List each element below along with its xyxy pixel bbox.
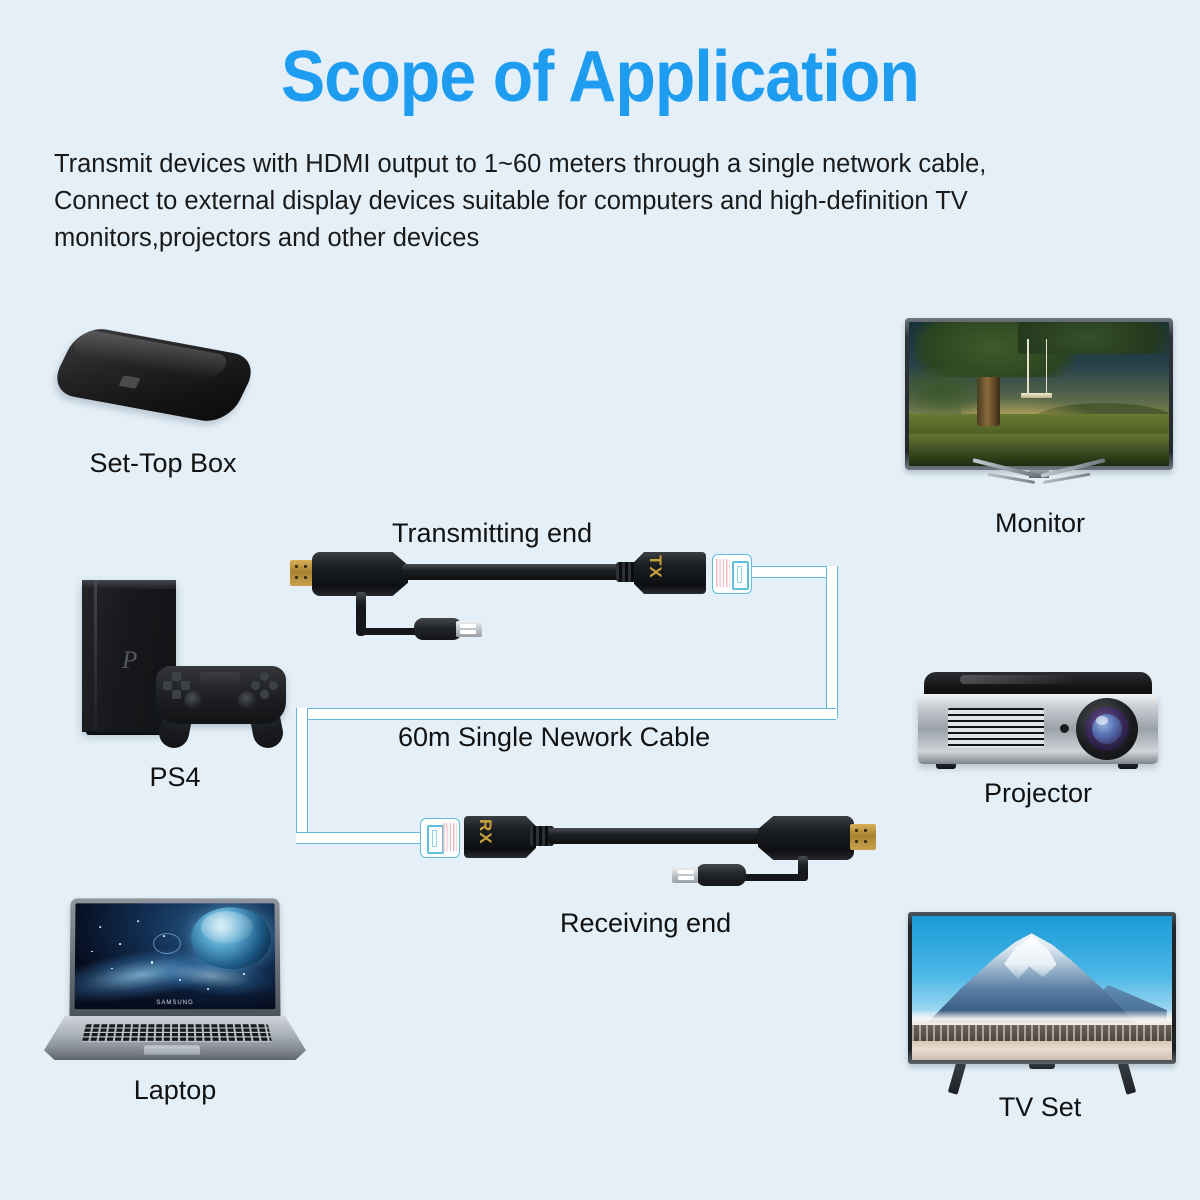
tv-town-lights bbox=[912, 1025, 1172, 1042]
monitor-grass-foreground bbox=[909, 434, 1169, 466]
projector-foot-left bbox=[936, 762, 956, 769]
tx-rj45-housing bbox=[634, 552, 706, 594]
tx-rj45-plug-icon bbox=[712, 554, 752, 594]
controller-stick-left bbox=[184, 691, 203, 710]
caption-laptop: Laptop bbox=[133, 1075, 217, 1105]
page-title: Scope of Application bbox=[281, 37, 920, 117]
intro-paragraph: Transmit devices with HDMI output to 1~6… bbox=[54, 150, 987, 252]
cable-segment-right-down bbox=[826, 566, 838, 718]
tx-main-cable bbox=[402, 564, 628, 580]
tv-foot-right bbox=[1117, 1061, 1137, 1095]
device-ps4: P bbox=[60, 580, 290, 760]
controller-dpad-icon bbox=[163, 672, 190, 699]
transmitter-cable-assembly: TX bbox=[290, 548, 752, 658]
laptop-screen: SAMSUNG bbox=[74, 903, 276, 1010]
tx-hdmi-hood bbox=[312, 552, 408, 596]
rx-hdmi-contacts-icon bbox=[850, 824, 876, 850]
controller-stick-right bbox=[238, 691, 257, 710]
tv-bezel bbox=[908, 912, 1176, 1064]
laptop-lid: SAMSUNG bbox=[69, 898, 281, 1021]
laptop-wallpaper-ring bbox=[153, 932, 181, 954]
projector-lens-flare bbox=[1096, 716, 1108, 725]
device-laptop: SAMSUNG bbox=[44, 898, 306, 1066]
projector-vent-grille bbox=[948, 708, 1044, 748]
caption-monitor: Monitor bbox=[994, 508, 1086, 538]
rx-usb-plug-body bbox=[696, 864, 746, 886]
receiver-cable-assembly: RX bbox=[420, 812, 876, 922]
tv-stand-neck bbox=[1029, 1062, 1055, 1069]
ps4-console-top-edge bbox=[82, 580, 176, 589]
rx-rj45-housing bbox=[464, 816, 536, 858]
rx-main-cable bbox=[548, 828, 766, 844]
tx-usb-connector-icon bbox=[456, 621, 482, 637]
tv-water-reflection bbox=[912, 1041, 1172, 1060]
cable-segment-left-down bbox=[296, 708, 308, 842]
monitor-bezel bbox=[905, 318, 1173, 470]
projector-lens bbox=[1076, 698, 1138, 760]
rx-hdmi-hood bbox=[758, 816, 854, 860]
tv-screen bbox=[912, 916, 1172, 1060]
laptop-trackpad bbox=[143, 1045, 201, 1055]
tv-foot-left bbox=[947, 1061, 967, 1095]
tx-strain-relief bbox=[356, 592, 366, 618]
ps4-console-seam bbox=[94, 580, 97, 732]
tv-cloud-band bbox=[912, 1011, 1172, 1029]
cable-length-label: 60m Single Nework Cable bbox=[398, 722, 711, 752]
laptop-keyboard bbox=[81, 1024, 273, 1043]
ps4-console-foot bbox=[86, 730, 170, 735]
projector-foot-right bbox=[1118, 762, 1138, 769]
playstation-logo-icon: P bbox=[122, 647, 138, 674]
monitor-swing-rope-right bbox=[1045, 339, 1047, 394]
projector-top-cover bbox=[924, 672, 1152, 698]
tx-port-label: TX bbox=[646, 555, 665, 579]
rx-port-label: RX bbox=[476, 819, 495, 845]
device-tv-set bbox=[908, 912, 1176, 1095]
monitor-tree-canopy-right bbox=[1018, 322, 1169, 354]
tx-usb-plug-body bbox=[414, 618, 462, 640]
tx-hdmi-contacts-icon bbox=[290, 560, 316, 586]
monitor-swing-rope-left bbox=[1027, 339, 1029, 394]
tx-usb-lead-vertical bbox=[356, 614, 366, 636]
cable-segment-tx-right bbox=[744, 566, 836, 578]
controller-action-buttons-icon bbox=[251, 672, 278, 699]
rx-strain-relief bbox=[798, 856, 808, 880]
monitor-stand-neck bbox=[1029, 470, 1049, 478]
laptop-brand-logo-icon: SAMSUNG bbox=[156, 1000, 194, 1007]
cable-segment-rx-left bbox=[296, 832, 428, 844]
tx-usb-lead-horizontal bbox=[356, 628, 420, 635]
caption-projector: Projector bbox=[983, 778, 1093, 808]
caption-ps4: PS4 bbox=[149, 762, 201, 792]
cable-segment-middle-left bbox=[296, 708, 836, 720]
rx-rj45-plug-icon bbox=[420, 818, 460, 858]
device-set-top-box bbox=[47, 324, 268, 430]
controller-touchpad bbox=[200, 672, 240, 689]
caption-set-top-box: Set-Top Box bbox=[89, 448, 237, 478]
rx-usb-lead-horizontal bbox=[742, 874, 808, 881]
receiving-end-label: Receiving end bbox=[560, 908, 732, 938]
monitor-tree-canopy-low bbox=[909, 368, 982, 418]
projector-sensor-icon bbox=[1060, 724, 1069, 733]
projector-top-gloss bbox=[960, 675, 1080, 684]
transmitting-end-label: Transmitting end bbox=[392, 518, 593, 548]
monitor-swing-seat bbox=[1020, 392, 1052, 399]
device-monitor bbox=[905, 318, 1173, 493]
device-projector bbox=[918, 672, 1158, 784]
monitor-screen bbox=[909, 322, 1169, 466]
caption-tv-set: TV Set bbox=[998, 1092, 1082, 1122]
rx-usb-connector-icon bbox=[672, 867, 698, 883]
